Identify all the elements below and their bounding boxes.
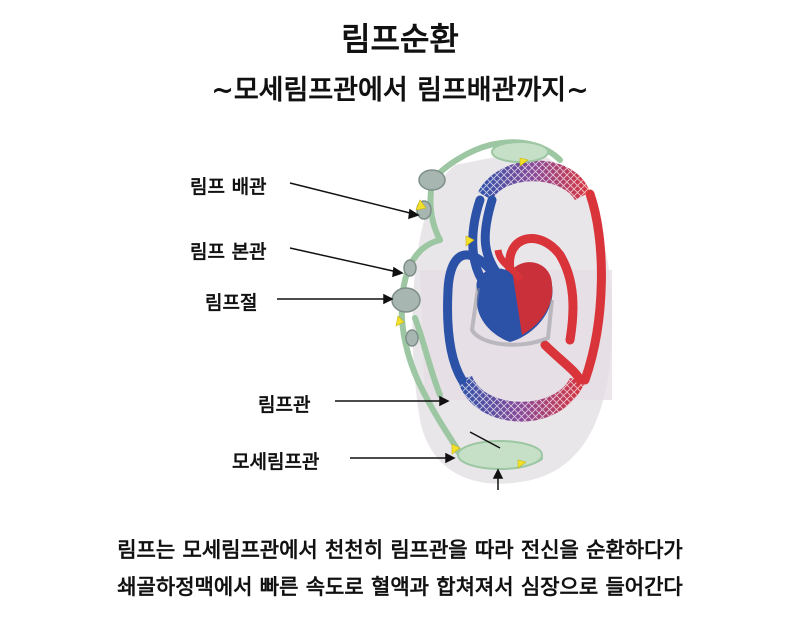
- leader-lines: [277, 182, 456, 464]
- label-lymph-vessel: 림프관: [258, 394, 311, 416]
- heart: [469, 249, 554, 347]
- diagram-title: 림프순환: [341, 20, 459, 58]
- direction-arrows: [469, 431, 504, 490]
- upper-capillary-bed: [478, 160, 590, 200]
- flow-arrows: [395, 157, 529, 469]
- caption-line-1: 림프는 모세림프관에서 천천히 림프관을 따라 전신을 순환하다가: [117, 538, 683, 562]
- caption-line-2: 쇄골하정맥에서 빠른 속도로 혈액과 합쳐져서 심장으로 들어간다: [117, 575, 683, 599]
- diagram-subtitle: ~모세림프관에서 림프배관까지~: [211, 75, 589, 106]
- label-lymph-trunk: 림프 본관: [190, 241, 267, 263]
- label-lymph-capillary: 모세림프관: [232, 451, 320, 473]
- arteries: [505, 189, 606, 385]
- label-lymph-node: 림프절: [205, 292, 258, 314]
- label-lymph-duct: 림프 배관: [190, 176, 267, 198]
- lower-capillary-bed: [458, 376, 585, 422]
